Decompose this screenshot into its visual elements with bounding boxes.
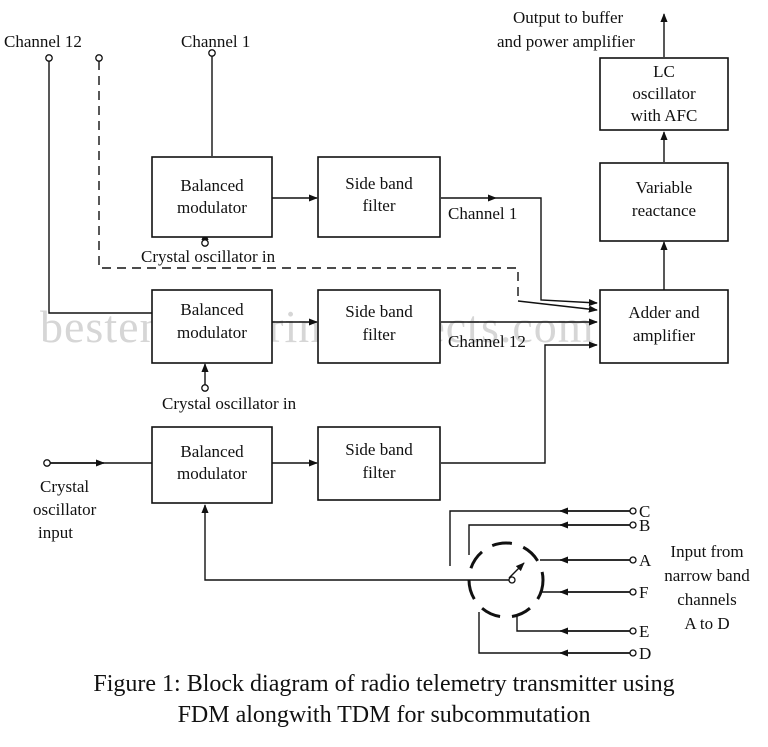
channel12-input-wire (48, 61, 152, 314)
bm3-line1: Balanced (180, 442, 244, 461)
output-label-line2: and power amplifier (497, 32, 635, 51)
caption-line2: FDM alongwith TDM for subcommutation (178, 702, 591, 728)
bm1-line1: Balanced (180, 176, 244, 195)
caption-line1: Figure 1: Block diagram of radio telemet… (93, 671, 674, 697)
input-f-label: F (639, 583, 648, 602)
dashed-link-arrow (517, 300, 598, 313)
vr-line1: Variable (636, 178, 693, 197)
input-f-terminal (629, 588, 637, 596)
adder-and-amplifier (599, 289, 729, 364)
input-b-label: B (639, 516, 650, 535)
channel1-input-label: Channel 1 (181, 32, 250, 51)
crystal1-terminal (201, 239, 209, 247)
lc-line1: LC (653, 62, 675, 81)
input-e-terminal (629, 627, 637, 635)
lc-oscillator (599, 57, 729, 131)
side-band-filter-1 (317, 156, 441, 238)
side-band-filter-2 (317, 289, 441, 364)
channel1-output-label: Channel 1 (448, 204, 517, 223)
crystal-input-terminal (43, 459, 51, 467)
variable-reactance (599, 162, 729, 242)
sbf3-out-wire (441, 341, 598, 464)
bm2-line1: Balanced (180, 300, 244, 319)
bm2-line2: modulator (177, 323, 247, 342)
channel12-output-label: Channel 12 (448, 332, 526, 351)
side-band-filter-3 (317, 426, 441, 501)
crystal2-terminal (201, 384, 209, 392)
bm1-line2: modulator (177, 198, 247, 217)
adder-line1: Adder and (628, 303, 700, 322)
input-from-line3: channels (677, 590, 736, 609)
balanced-modulator-3 (151, 426, 273, 504)
crystal-input-label-line3: input (38, 523, 73, 542)
crystal-input-label-line2: oscillator (33, 500, 97, 519)
crystal-osc-in-label-1: Crystal oscillator in (141, 247, 276, 266)
sbf1-out-wire-b (496, 197, 598, 307)
channel1-terminal (208, 49, 216, 57)
sbf1-line2: filter (362, 196, 395, 215)
input-c-label: C (639, 502, 650, 521)
commutator-to-bm3-wire (201, 504, 512, 581)
input-a-terminal (629, 556, 637, 564)
input-d-label: D (639, 644, 651, 663)
crystal-input-label-line1: Crystal (40, 477, 89, 496)
lc-line3: with AFC (631, 106, 698, 125)
input-e-label: E (639, 622, 649, 641)
balanced-modulator-1 (151, 156, 273, 238)
input-a-label: A (639, 551, 652, 570)
sbf2-line1: Side band (345, 302, 413, 321)
sbf2-line2: filter (362, 325, 395, 344)
input-d-terminal (629, 649, 637, 657)
adder-line2: amplifier (633, 326, 696, 345)
bm3-line2: modulator (177, 464, 247, 483)
commutator (449, 507, 630, 657)
channel12-input-label: Channel 12 (4, 32, 82, 51)
watermark: bestengineeringprojects.com (40, 301, 595, 352)
output-label-line1: Output to buffer (513, 8, 624, 27)
input-from-line2: narrow band (664, 566, 750, 585)
vr-line2: reactance (632, 201, 696, 220)
sbf3-line1: Side band (345, 440, 413, 459)
input-from-line1: Input from (670, 542, 743, 561)
channel12-terminal (45, 54, 53, 62)
dashed-terminal (95, 54, 103, 62)
input-b-terminal (629, 521, 637, 529)
sbf3-line2: filter (362, 463, 395, 482)
crystal-osc-in-label-2: Crystal oscillator in (162, 394, 297, 413)
input-from-line4: A to D (684, 614, 729, 633)
lc-line2: oscillator (632, 84, 696, 103)
sbf1-line1: Side band (345, 174, 413, 193)
input-c-terminal (629, 507, 637, 515)
balanced-modulator-2 (151, 289, 273, 364)
